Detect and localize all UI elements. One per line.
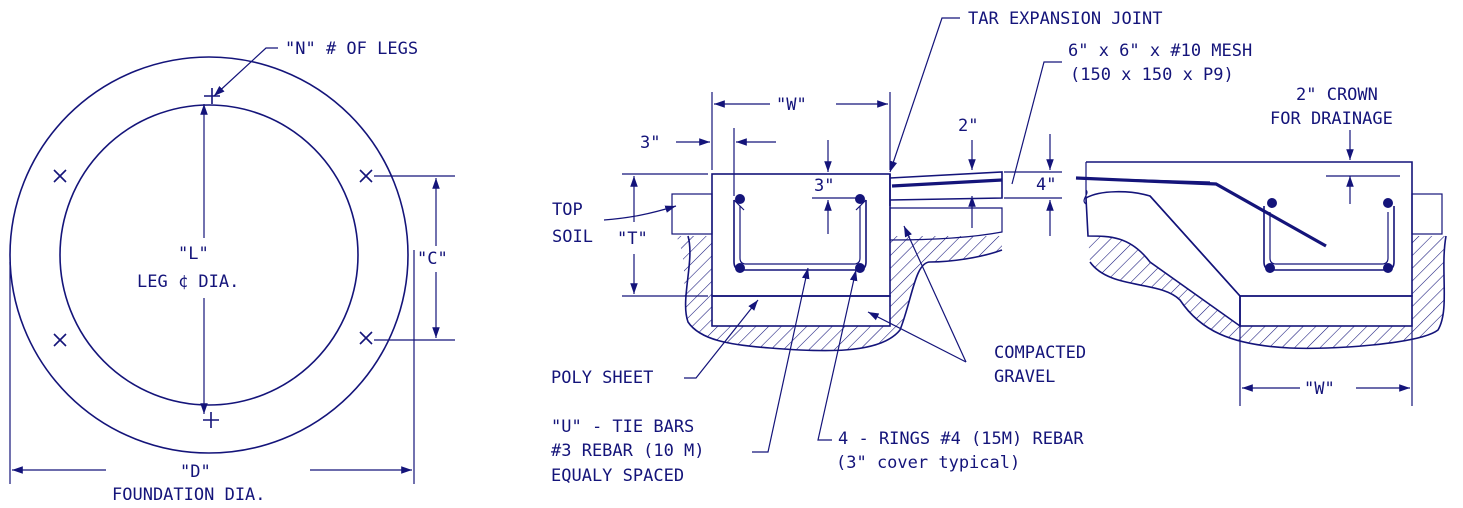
rebar-ring-right-1: [1267, 198, 1277, 208]
u-bars-leader: [752, 267, 810, 453]
rebar-ring-left-3: [735, 263, 745, 273]
soil-outline-left: [684, 235, 1003, 352]
tar-joint-label: TAR EXPANSION JOINT: [968, 9, 1162, 29]
soil-hatch-left: [676, 236, 1002, 351]
top-soil-right: [1411, 193, 1443, 235]
mesh-left: [891, 178, 1003, 188]
dim-2: 2": [958, 116, 978, 136]
dim-4: 4": [1036, 175, 1056, 195]
top-soil-leader: [603, 205, 677, 221]
compacted-line2: GRAVEL: [994, 367, 1055, 387]
leg-centerline-circle: [59, 104, 359, 406]
mesh-line1: 6" x 6" x #10 MESH: [1068, 41, 1252, 61]
rebar-ring-left-2: [855, 194, 865, 204]
footing-left: [711, 173, 891, 297]
rebar-ring-right-4: [1383, 263, 1393, 273]
compacted-leader-a: [867, 311, 967, 363]
u-tie-bar-left: [733, 200, 867, 271]
soil-hatch-right: [1088, 236, 1446, 349]
poly-sheet-label: POLY SHEET: [551, 368, 653, 388]
mesh-right: [1075, 176, 1327, 248]
dim-3-left: 3": [640, 133, 660, 153]
leg-mark-top: [204, 88, 220, 104]
crown-line2: FOR DRAINAGE: [1270, 109, 1393, 129]
slab-right: [1086, 161, 1413, 174]
t-label: "T": [617, 229, 648, 249]
top-soil-line2: SOIL: [552, 227, 593, 247]
mesh-leader: [1011, 61, 1062, 185]
w-label-bottom: "W": [1304, 379, 1335, 399]
leg-mark-lower-right: [359, 331, 373, 345]
u-bars-line3: EQUALY SPACED: [551, 466, 684, 486]
u-tie-bar-left-inner: [739, 206, 861, 265]
slab-left: [889, 171, 1003, 201]
leg-dia-label: "L": [178, 244, 209, 264]
rings-line1: 4 - RINGS #4 (15M) REBAR: [838, 429, 1084, 449]
soil-outline-right: [1089, 235, 1447, 350]
leg-dia-text: LEG ¢ DIA.: [137, 272, 239, 292]
leg-mark-upper-right: [359, 169, 373, 183]
foundation-outer-circle: [9, 56, 409, 454]
rebar-ring-left-1: [735, 194, 745, 204]
compacted-leader-b: [903, 225, 967, 363]
rings-line2: (3" cover typical): [836, 453, 1020, 473]
top-soil-left: [671, 193, 713, 235]
dim-3-inner: 3": [814, 176, 834, 196]
leg-mark-bottom: [203, 412, 219, 428]
compacted-line1: COMPACTED: [994, 343, 1086, 363]
poly-sheet-leader: [684, 299, 759, 379]
legs-leader: [213, 47, 278, 97]
top-soil-line1: TOP: [552, 200, 583, 220]
rings-leader: [817, 269, 858, 441]
section-view: "W" 3" 3" 2" 4" 2" CROWN FOR DRAINAGE TA…: [551, 9, 1447, 486]
legs-label: "N" # OF LEGS: [285, 39, 418, 59]
leg-mark-upper-left: [53, 169, 67, 183]
gravel-under-footing-right: [1239, 295, 1413, 327]
w-label-top: "W": [776, 95, 807, 115]
plan-view: "N" # OF LEGS "L" LEG ¢ DIA. "C" "D" FOU…: [9, 39, 455, 505]
rebar-ring-left-4: [855, 263, 865, 273]
tar-joint-leader: [889, 17, 960, 173]
d-label: "D": [180, 462, 211, 482]
mesh-line2: (150 x 150 x P9): [1070, 65, 1234, 85]
u-tie-bar-right: [1263, 206, 1395, 271]
u-bars-line2: #3 REBAR (10 M): [551, 441, 705, 461]
footing-right: [1149, 174, 1413, 297]
gravel-under-slab: [889, 207, 1003, 241]
rebar-ring-right-3: [1265, 263, 1275, 273]
foundation-text: FOUNDATION DIA.: [112, 485, 266, 505]
leg-mark-lower-left: [53, 333, 67, 347]
crown-line1: 2" CROWN: [1296, 85, 1378, 105]
c-label: "C": [417, 249, 448, 269]
u-bars-line1: "U" - TIE BARS: [551, 417, 694, 437]
rebar-ring-right-2: [1383, 198, 1393, 208]
